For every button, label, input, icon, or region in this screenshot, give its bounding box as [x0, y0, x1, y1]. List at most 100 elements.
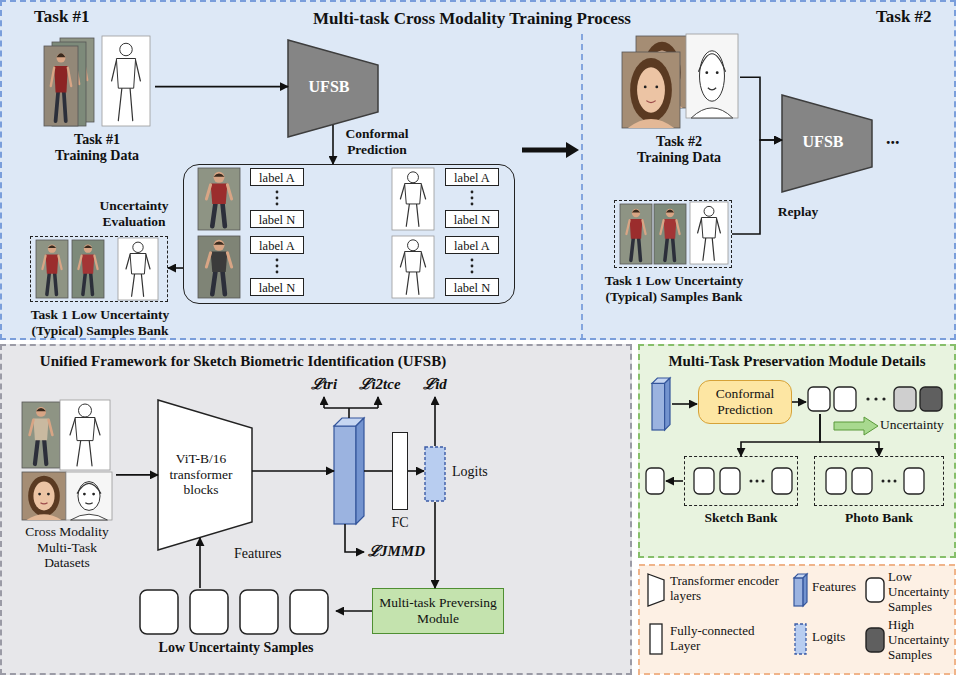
- face-eye: [47, 493, 50, 496]
- flow-line: [348, 408, 350, 418]
- vertical-dots: [471, 271, 474, 274]
- figure-arms: [660, 220, 679, 234]
- connector: [199, 538, 201, 588]
- sample-square: [140, 590, 178, 634]
- label-box-text: label A: [446, 171, 498, 185]
- photo-image: [198, 168, 240, 230]
- sample-row: [806, 384, 948, 414]
- loss-name: ℒtri: [311, 376, 337, 393]
- face-oval: [33, 482, 54, 511]
- module-details-panel: Multi-Task Preservation Module DetailsCo…: [638, 344, 956, 558]
- legend-label: Logits: [812, 630, 862, 645]
- connector-label: Uncertainty Evaluation: [90, 198, 178, 229]
- figure-head: [214, 172, 225, 183]
- figure-hair: [632, 209, 640, 212]
- legend-label: Low Uncertainty Samples: [888, 570, 954, 615]
- label-box-text: label N: [251, 281, 303, 295]
- sample-square: [290, 590, 328, 634]
- sample-square: [190, 590, 228, 634]
- label-box: label N: [250, 278, 304, 296]
- figure-legs: [47, 272, 57, 295]
- vertical-dots: [276, 265, 279, 268]
- figure-arms: [112, 60, 141, 81]
- figure-torso: [211, 252, 228, 272]
- sample-square: [808, 387, 830, 411]
- figure-arms: [400, 185, 425, 199]
- dot: [882, 480, 885, 483]
- figure-hair: [214, 242, 225, 245]
- face-mouth: [708, 88, 716, 90]
- label-box: label A: [445, 168, 499, 186]
- image-frame: [620, 204, 652, 264]
- figure-head: [133, 242, 143, 252]
- figure-legs: [406, 202, 419, 226]
- flow-arrow: [345, 524, 364, 552]
- legend-logits: [795, 624, 806, 654]
- task-region-text: Task #2: [876, 7, 932, 27]
- task-transition-arrow: [522, 148, 566, 153]
- photo-image: [72, 240, 104, 298]
- figure-legs: [631, 237, 641, 260]
- connector: [434, 502, 436, 588]
- figure-legs: [118, 86, 132, 121]
- flow-arrow: [377, 397, 379, 408]
- dot: [874, 397, 877, 400]
- label-box: label A: [250, 236, 304, 254]
- image-frame: [102, 36, 150, 126]
- figure-torso: [82, 255, 95, 274]
- label-box-text: label N: [251, 213, 303, 227]
- conformal-box: Conformal Prediction: [698, 380, 792, 424]
- figure-arms: [126, 255, 150, 269]
- figure-arms: [206, 253, 231, 267]
- figure-torso: [54, 66, 68, 92]
- figure-legs: [56, 90, 66, 121]
- arrow-label: Uncertainty: [880, 417, 944, 433]
- photo-face: [622, 52, 680, 128]
- figure-head: [666, 209, 674, 217]
- sketch-face: [66, 472, 112, 520]
- legend-label: Transformer encoder layers: [670, 574, 788, 604]
- module-details-panel-text: Multi-Task Preservation Module Details: [644, 353, 950, 370]
- face-mouth: [85, 503, 92, 504]
- sketch-bank-text: Sketch Bank: [685, 510, 797, 526]
- label-box: label N: [250, 210, 304, 228]
- sample-row-shape: [806, 384, 948, 414]
- figure-torso: [701, 218, 716, 238]
- framework-panel-text: Unified Framework for Sketch Biometric I…: [8, 353, 478, 370]
- legend-label: High Uncertainty Samples: [888, 618, 954, 663]
- connector: [252, 470, 334, 472]
- image-frame: [60, 400, 110, 470]
- legend-label: Fully-connected Layer: [670, 624, 788, 654]
- figure-head: [48, 245, 56, 253]
- vertical-dots: [471, 265, 474, 268]
- sketch-image: [392, 236, 434, 298]
- sample-row-shape: [136, 588, 336, 636]
- image-frame: [72, 240, 104, 298]
- fc-layer-text: FC: [384, 515, 416, 531]
- vertical-dots: [471, 197, 474, 200]
- feature-prism-side: [665, 378, 670, 430]
- face-hair: [698, 54, 725, 72]
- photo-bank-text: Photo Bank: [815, 510, 943, 526]
- figure-torso: [75, 418, 95, 441]
- legend-high-sample: [866, 628, 884, 652]
- face-eye: [644, 86, 647, 89]
- figure-hair: [48, 245, 56, 248]
- label-box: label A: [250, 168, 304, 186]
- connector: [168, 267, 183, 269]
- figure-torso: [405, 184, 422, 204]
- transformer-blocks-text: ViT-B/16 transformer blocks: [162, 451, 240, 498]
- dot: [894, 480, 897, 483]
- vertical-dots: [276, 271, 279, 274]
- connector: [792, 401, 806, 403]
- sample-square: [904, 468, 924, 494]
- flow-arrow: [434, 397, 436, 446]
- sample-square: [894, 387, 916, 411]
- figure-torso: [116, 59, 135, 89]
- figure-arms: [698, 219, 721, 233]
- connector-label: Conformal Prediction: [340, 126, 414, 157]
- face-hair: [28, 476, 60, 516]
- sample-square: [920, 387, 942, 411]
- face-eye: [83, 493, 86, 496]
- sketch-image: [690, 202, 728, 264]
